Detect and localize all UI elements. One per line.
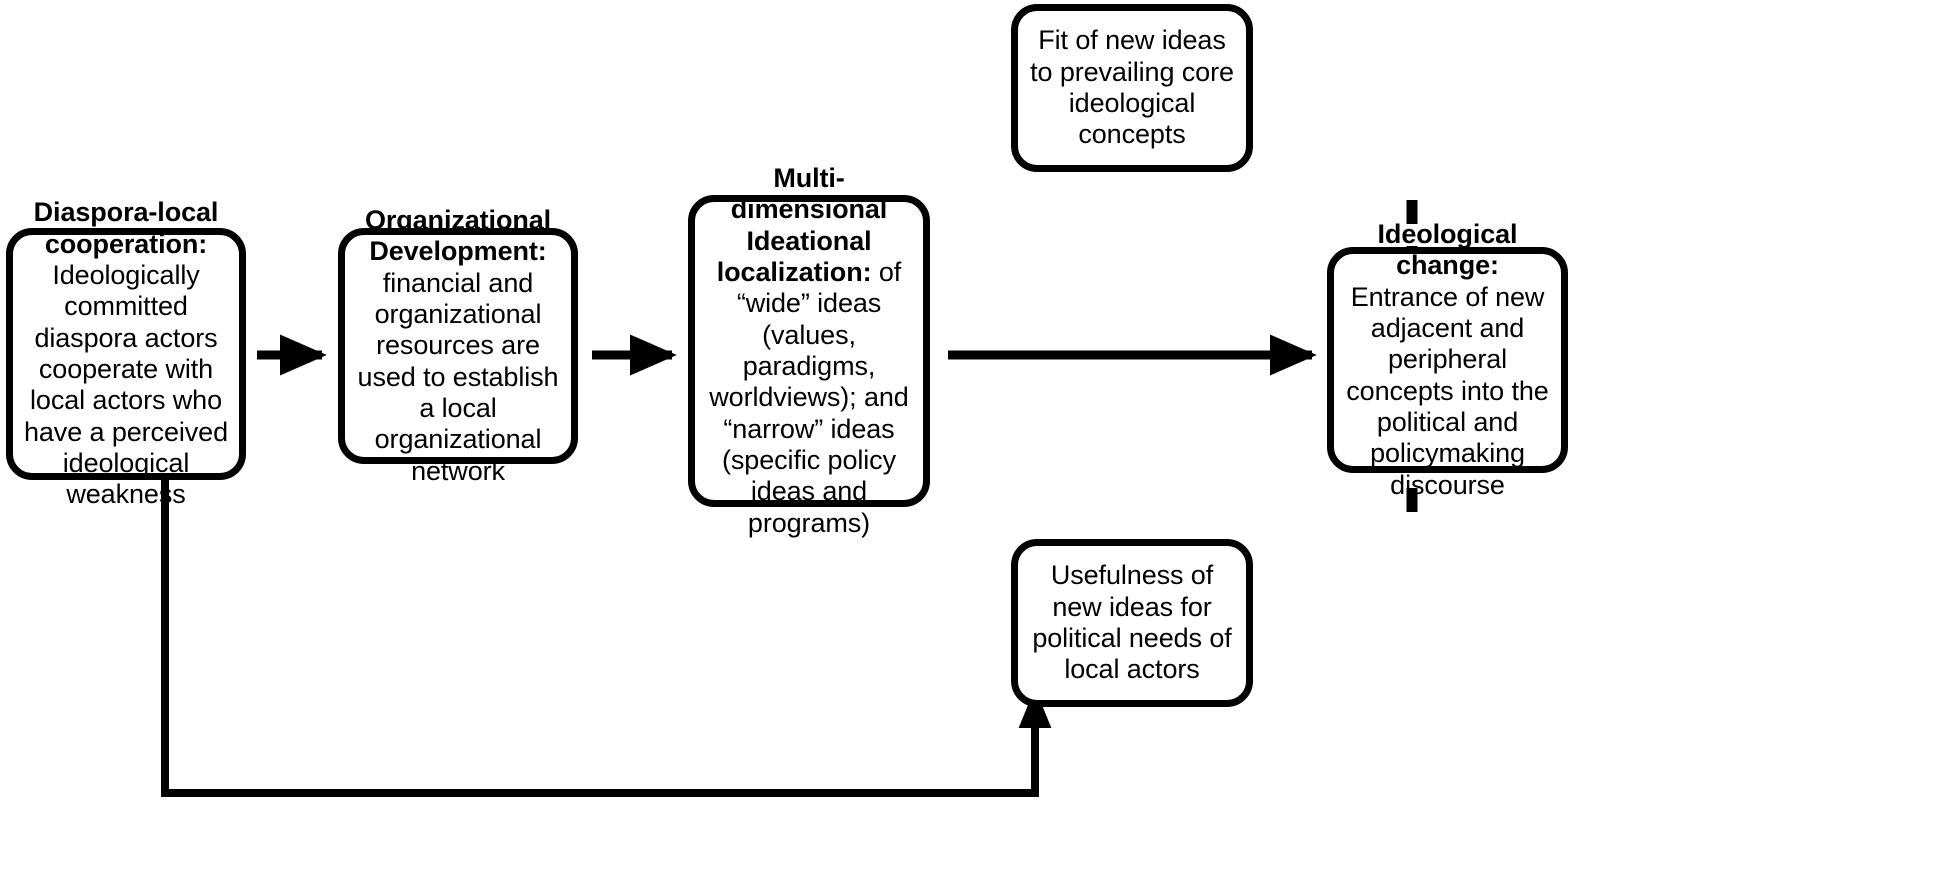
- node-change-body: Entrance of new adjacent and peripheral …: [1346, 281, 1549, 500]
- node-diaspora-local-cooperation[interactable]: Diaspora-local cooperation: Ideologicall…: [6, 197, 246, 509]
- node-diaspora-heading: Diaspora-local cooperation:: [33, 197, 219, 259]
- node-orgdev-heading: Organizational Development:: [364, 205, 552, 267]
- node-diaspora-body: Ideologically committed diaspora actors …: [23, 260, 229, 510]
- node-usefulness-text: Usefulness of new ideas for political ne…: [1028, 560, 1236, 685]
- node-fit-body: Fit of new ideas to prevailing core ideo…: [1030, 25, 1234, 150]
- node-diaspora-text: Diaspora-local cooperation: Ideologicall…: [23, 197, 229, 510]
- node-organizational-development[interactable]: Organizational Development: financial an…: [338, 205, 578, 486]
- node-usefulness-body: Usefulness of new ideas for political ne…: [1032, 560, 1232, 685]
- node-change-heading: Ideological change:: [1377, 219, 1518, 281]
- node-orgdev-text: Organizational Development: financial an…: [355, 205, 561, 487]
- node-localization-heading: Multi-dimensional Ideational localizatio…: [716, 163, 888, 288]
- node-usefulness-of-new-ideas[interactable]: Usefulness of new ideas for political ne…: [1011, 539, 1253, 707]
- node-orgdev-body: financial and organizational resources a…: [357, 267, 559, 486]
- node-localization-body: of “wide” ideas (values, paradigms, worl…: [709, 257, 909, 538]
- node-localization-text: Multi-dimensional Ideational localizatio…: [705, 163, 913, 539]
- node-fit-text: Fit of new ideas to prevailing core ideo…: [1028, 25, 1236, 150]
- node-fit-of-new-ideas[interactable]: Fit of new ideas to prevailing core ideo…: [1011, 4, 1253, 172]
- node-change-text: Ideological change: Entrance of new adja…: [1344, 219, 1551, 501]
- node-ideational-localization[interactable]: Multi-dimensional Ideational localizatio…: [688, 163, 930, 538]
- node-ideological-change[interactable]: Ideological change: Entrance of new adja…: [1327, 219, 1568, 500]
